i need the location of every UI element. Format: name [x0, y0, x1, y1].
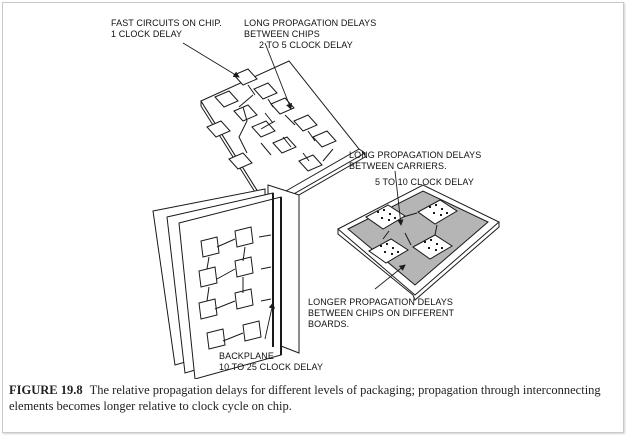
label-fast-circuits-line2: 1 CLOCK DELAY [111, 29, 182, 39]
label-backplane-line1: BACKPLANE [219, 351, 274, 361]
label-between-carriers-line3: 5 TO 10 CLOCK DELAY [375, 177, 474, 187]
label-between-chips-line2: BETWEEN CHIPS [244, 29, 320, 39]
label-different-boards-line2: BETWEEN CHIPS ON DIFFERENT [308, 308, 455, 318]
chip-board [200, 60, 366, 212]
packaging-diagram: FAST CIRCUITS ON CHIP. 1 CLOCK DELAY LON… [111, 18, 500, 379]
label-between-carriers-line1: LONG PROPAGATION DELAYS [349, 150, 481, 160]
label-between-chips-line1: LONG PROPAGATION DELAYS [244, 18, 376, 28]
figure-number: FIGURE 19.8 [9, 383, 83, 397]
label-backplane-line2: 10 TO 25 CLOCK DELAY [219, 362, 323, 372]
carrier-board [337, 184, 500, 301]
label-between-carriers-line2: BETWEEN CARRIERS. [349, 161, 447, 171]
label-fast-circuits-line1: FAST CIRCUITS ON CHIP. [111, 18, 222, 28]
caption-text: The relative propagation delays for diff… [9, 383, 601, 413]
leader-lines [182, 42, 406, 340]
label-different-boards-line1: LONGER PROPAGATION DELAYS [308, 297, 453, 307]
label-different-boards-line3: BOARDS. [308, 319, 349, 329]
label-between-chips-line3: 2 TO 5 CLOCK DELAY [259, 40, 353, 50]
board-stack [152, 184, 300, 379]
